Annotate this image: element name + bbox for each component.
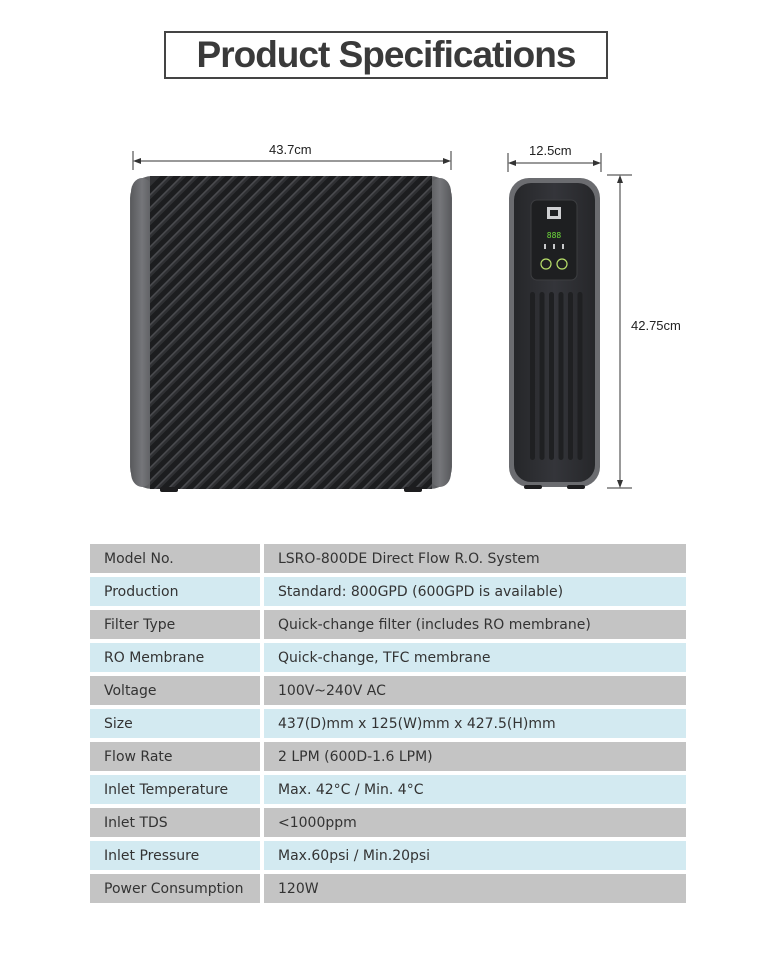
spec-label: Production [90, 577, 264, 606]
spec-row: Model No.LSRO-800DE Direct Flow R.O. Sys… [90, 544, 686, 573]
spec-value: 2 LPM (600D-1.6 LPM) [264, 742, 686, 771]
spec-label: RO Membrane [90, 643, 264, 672]
spec-value: Quick-change filter (includes RO membran… [264, 610, 686, 639]
spec-label: Power Consumption [90, 874, 264, 903]
spec-label: Flow Rate [90, 742, 264, 771]
spec-value: 120W [264, 874, 686, 903]
spec-value: Standard: 800GPD (600GPD is available) [264, 577, 686, 606]
title-box: Product Specifications [164, 31, 608, 79]
spec-value: 437(D)mm x 125(W)mm x 427.5(H)mm [264, 709, 686, 738]
diagonal-ribs [150, 176, 432, 489]
spec-value: Max. 42°C / Min. 4°C [264, 775, 686, 804]
spec-label: Model No. [90, 544, 264, 573]
spec-label: Inlet Pressure [90, 841, 264, 870]
spec-value: <1000ppm [264, 808, 686, 837]
product-illustration: 888 [130, 151, 632, 492]
specifications-table: Model No.LSRO-800DE Direct Flow R.O. Sys… [90, 540, 686, 907]
vertical-grooves [530, 292, 583, 460]
power-button-icon[interactable] [540, 258, 552, 270]
spec-label: Inlet Temperature [90, 775, 264, 804]
side-view-unit: 888 [509, 178, 600, 489]
spec-row: Inlet TDS<1000ppm [90, 808, 686, 837]
side-depth-label: 12.5cm [529, 143, 572, 158]
spec-label: Voltage [90, 676, 264, 705]
digital-display: 888 [547, 231, 562, 240]
status-indicators [544, 244, 564, 249]
spec-value: Quick-change, TFC membrane [264, 643, 686, 672]
spec-label: Size [90, 709, 264, 738]
front-width-label: 43.7cm [269, 142, 312, 157]
flush-button-icon[interactable] [556, 258, 568, 270]
spec-label: Inlet TDS [90, 808, 264, 837]
page-title: Product Specifications [196, 34, 577, 75]
side-height-dimension [607, 174, 632, 489]
side-height-label: 42.75cm [631, 318, 681, 333]
front-view-unit [130, 176, 452, 492]
side-depth-dimension [507, 153, 602, 172]
front-width-dimension [132, 151, 452, 170]
spec-label: Filter Type [90, 610, 264, 639]
spec-value: LSRO-800DE Direct Flow R.O. System [264, 544, 686, 573]
spec-value: 100V~240V AC [264, 676, 686, 705]
spec-value: Max.60psi / Min.20psi [264, 841, 686, 870]
